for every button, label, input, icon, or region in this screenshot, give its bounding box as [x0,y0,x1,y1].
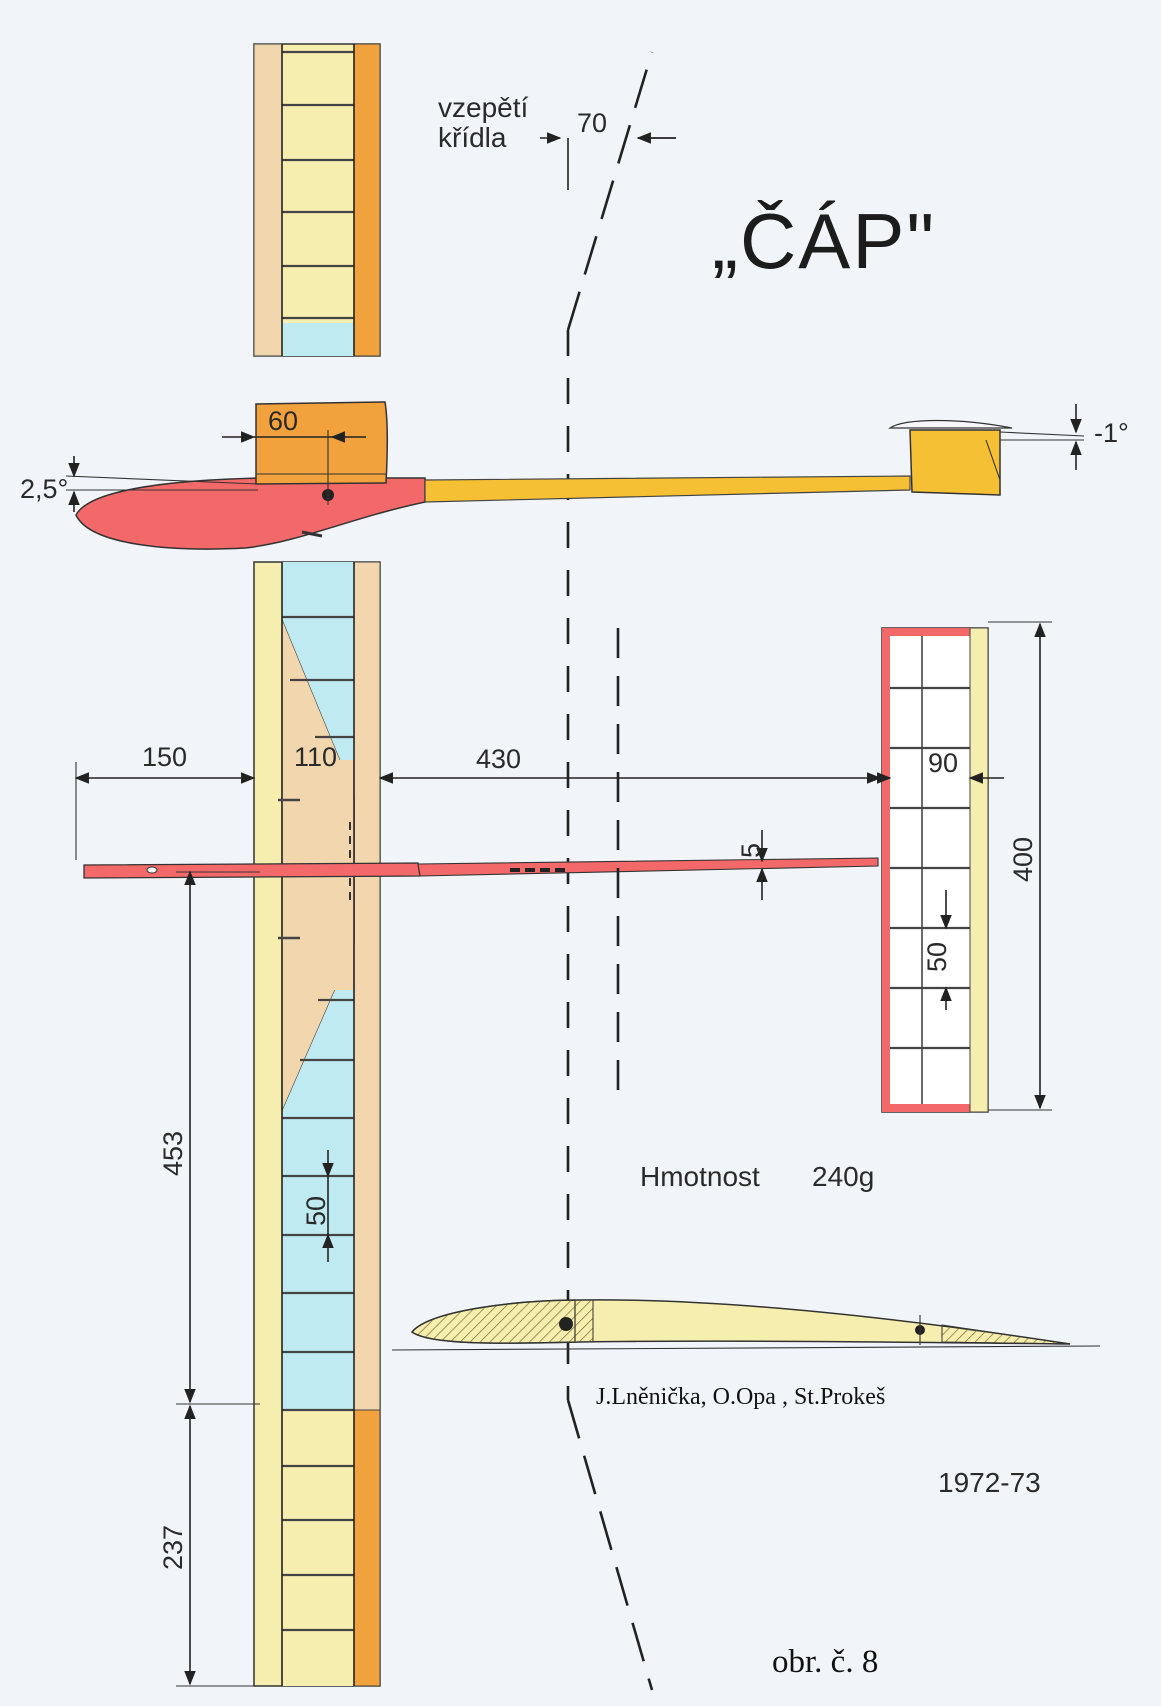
wing-airfoil-section [391,1299,1101,1351]
stab-span-dimension: 400 [1008,837,1038,882]
years: 1972-73 [938,1467,1041,1498]
mass-value: 240g [812,1161,874,1192]
horizontal-dimensions [74,628,882,1100]
spar-icon [559,1317,573,1331]
fuselage-pod [75,477,426,550]
stab-rib-spacing: 50 [922,942,952,972]
tail-boom-side [424,475,911,503]
vertical-dimensions [176,870,260,1687]
dihedral-dimension: 70 [577,108,607,138]
tail-moment-dimension: 430 [476,744,521,774]
side-view: 60 2,5° -1° [20,401,1129,550]
boom-width-dimension: 5 [736,843,766,858]
model-title: „ČÁP" [712,197,936,285]
wing-chord-dimension: 110 [294,742,337,772]
nose-length-dimension: 150 [142,742,187,772]
wing-incidence-angle: 2,5° [20,474,68,504]
stab-chord-dimension: 90 [928,748,958,778]
stabilizer-plan [870,627,1004,1113]
fuselage-plan [83,857,879,879]
stabilizer-section [888,419,1013,429]
stabilizer-mount [909,429,1001,496]
wing-pylon [255,401,389,485]
authors: J.Lněnička, O.Opa , St.Prokeš [596,1384,885,1410]
dihedral-label-line1: vzepětí [438,92,528,123]
wing-center-panel-dimension: 453 [158,1131,188,1176]
pylon-chord-dimension: 60 [268,406,298,436]
figure-caption: obr. č. 8 [772,1644,878,1680]
wing-plan-main [253,561,381,1687]
wing-rib-spacing: 50 [301,1196,331,1226]
wing-tip-plan-top [253,43,381,357]
dihedral-label-line2: křídla [438,122,507,153]
stab-incidence-angle: -1° [1094,418,1129,448]
mass-label: Hmotnost [640,1161,760,1192]
wing-tip-panel-dimension: 237 [158,1525,188,1570]
